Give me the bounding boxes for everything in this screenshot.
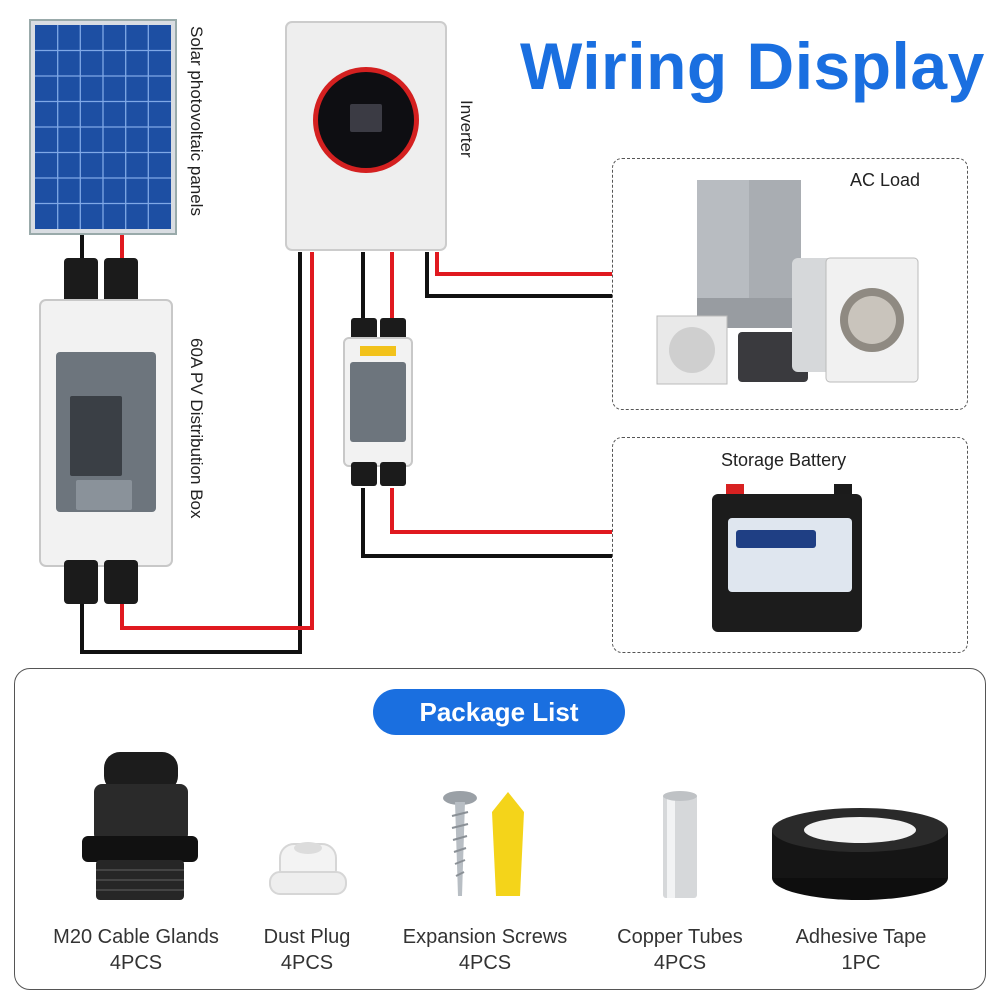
adhesive-tape-icon	[772, 808, 948, 900]
wire-battery-pos	[390, 488, 612, 534]
package-item-qty: 1PC	[841, 952, 881, 974]
package-item-qty: 4PCS	[280, 952, 334, 974]
pv-box-label: 60A PV Distribution Box	[187, 338, 206, 519]
package-item-name: Expansion Screws	[402, 926, 568, 948]
package-list-title: Package List	[373, 689, 625, 735]
package-item-cable-glands: M20 Cable Glands 4PCS	[36, 924, 236, 976]
page-title: Wiring Display	[520, 29, 985, 103]
storage-battery-label: Storage Battery	[721, 450, 847, 470]
wire-ac-neg	[425, 252, 612, 298]
package-item-name: Dust Plug	[263, 926, 351, 948]
solar-panel	[29, 19, 177, 235]
solar-panel-label: Solar photovoltaic panels	[187, 26, 206, 216]
package-list-panel	[14, 668, 986, 990]
package-item-name: Copper Tubes	[617, 926, 743, 948]
package-item-expansion-screws: Expansion Screws 4PCS	[385, 924, 585, 976]
package-item-dust-plug: Dust Plug 4PCS	[227, 924, 387, 976]
package-item-adhesive-tape: Adhesive Tape 1PC	[771, 924, 951, 976]
package-item-qty: 4PCS	[653, 952, 707, 974]
wires	[80, 232, 612, 654]
package-item-qty: 4PCS	[458, 952, 512, 974]
storage-battery	[712, 484, 862, 632]
inverter-label: Inverter	[457, 100, 476, 158]
expansion-screw-icon	[443, 791, 524, 896]
wire-box-to-inverter-neg	[80, 252, 302, 654]
storage-battery-box	[612, 437, 968, 653]
wire-box-to-inverter-pos	[120, 252, 314, 630]
package-items-graphics	[82, 752, 948, 900]
wiring-diagram	[29, 19, 919, 654]
wire-ac-pos	[435, 252, 612, 276]
ac-load-box	[612, 158, 968, 410]
ac-load-appliances	[656, 180, 919, 385]
wire-battery-neg	[361, 488, 612, 558]
cable-gland-icon	[82, 752, 198, 900]
dust-plug-icon	[269, 842, 347, 895]
package-item-name: Adhesive Tape	[795, 926, 927, 948]
ac-load-label: AC Load	[850, 170, 921, 190]
copper-tube-icon	[663, 791, 697, 898]
package-item-qty: 4PCS	[109, 952, 163, 974]
inverter	[285, 21, 447, 251]
pv-distribution-box	[39, 258, 173, 604]
package-item-copper-tubes: Copper Tubes 4PCS	[590, 924, 770, 976]
package-item-name: M20 Cable Glands	[53, 926, 219, 948]
battery-breaker-box	[343, 318, 413, 486]
